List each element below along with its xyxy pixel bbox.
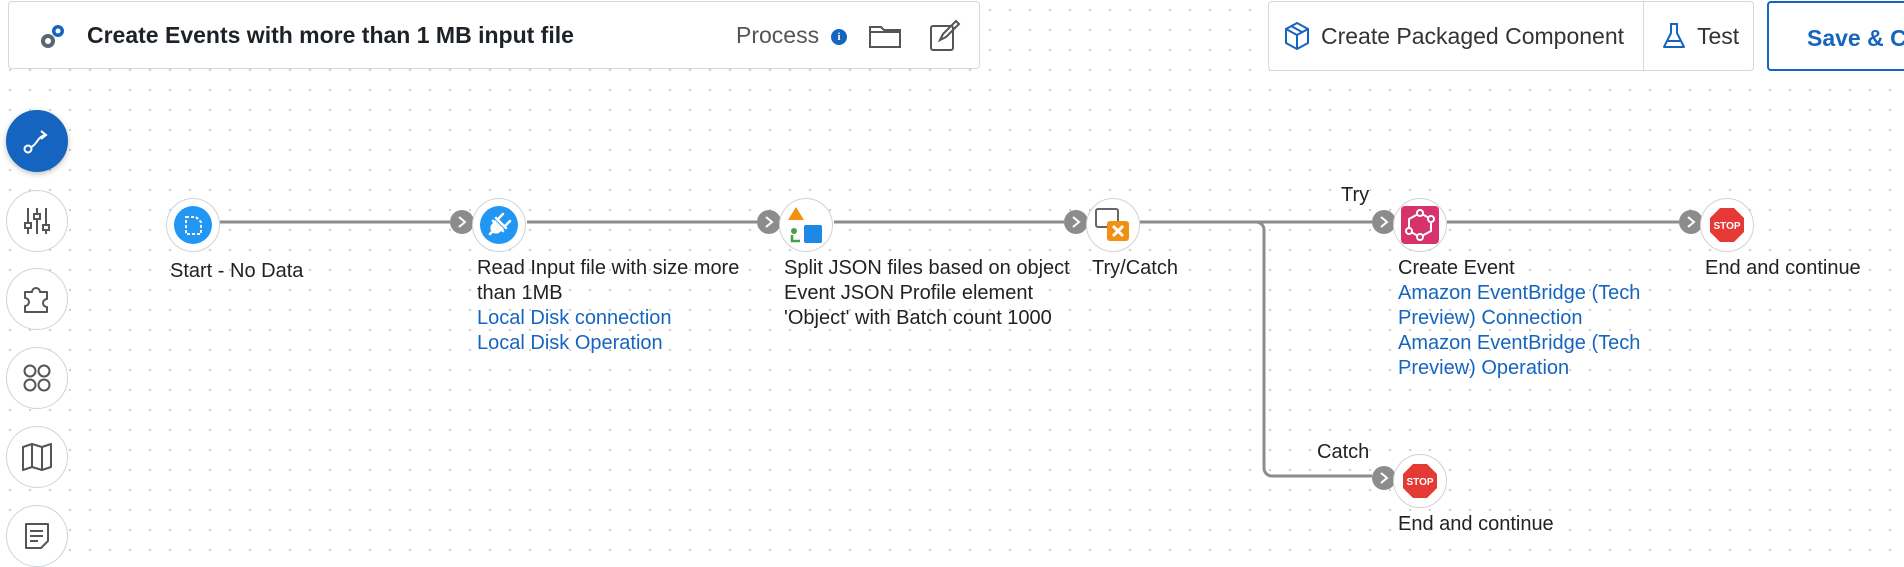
stop-icon-text: STOP — [1406, 477, 1433, 488]
link-line[interactable]: Amazon EventBridge (Tech — [1398, 282, 1641, 304]
eventbridge-icon — [1400, 205, 1440, 245]
try-catch-node[interactable] — [1086, 198, 1140, 252]
stop-node-catch[interactable]: STOP — [1393, 454, 1447, 508]
node-label-line: than 1MB — [477, 282, 563, 304]
test-label: Test — [1697, 22, 1740, 49]
local-disk-connection-link[interactable]: Local Disk connection — [477, 307, 672, 329]
try-catch-node-label: Try/Catch — [1092, 256, 1178, 281]
connector-port[interactable] — [757, 210, 781, 234]
data-process-shapes-icon — [786, 205, 826, 245]
start-node-label: Start - No Data — [170, 259, 303, 284]
end-catch-node-label: End and continue — [1398, 512, 1554, 537]
connector-port[interactable] — [1372, 466, 1396, 490]
stop-icon: STOP — [1710, 208, 1744, 242]
package-icon — [1283, 21, 1311, 51]
info-icon[interactable]: i — [831, 29, 847, 45]
split-node-label: Split JSON files based on object Event J… — [784, 256, 1070, 331]
read-node-label: Read Input file with size more than 1MB … — [477, 256, 739, 356]
node-label-line: Read Input file with size more — [477, 257, 740, 279]
puzzle-icon — [20, 282, 54, 316]
save-and-close-button[interactable]: Save & Cl — [1767, 1, 1904, 71]
node-label-line: End and continue — [1398, 513, 1554, 535]
node-label-line: Split JSON files based on object — [784, 257, 1070, 279]
map-icon — [20, 441, 54, 473]
eventbridge-connection-link[interactable]: Amazon EventBridge (Tech Preview) Connec… — [1398, 281, 1640, 331]
apps-icon — [21, 362, 53, 394]
create-packaged-component-button[interactable]: Create Packaged Component — [1283, 2, 1624, 70]
start-document-icon — [174, 206, 212, 244]
eventbridge-operation-link[interactable]: Amazon EventBridge (Tech Preview) Operat… — [1398, 331, 1640, 381]
catch-branch-label: Catch — [1317, 441, 1370, 463]
connector-port[interactable] — [1064, 210, 1088, 234]
sidebar-item-apps[interactable] — [6, 347, 68, 409]
stop-node-try[interactable]: STOP — [1700, 198, 1754, 252]
actions-panel: Create Packaged Component Test — [1268, 1, 1754, 71]
sidebar-item-map[interactable] — [6, 426, 68, 488]
folder-icon[interactable] — [867, 18, 903, 54]
node-label-line: Event JSON Profile element — [784, 282, 1033, 304]
create-event-node[interactable] — [1393, 198, 1447, 252]
link-line[interactable]: Amazon EventBridge (Tech — [1398, 332, 1641, 354]
sidebar-item-flow[interactable] — [6, 110, 68, 172]
flow-connectors — [220, 220, 1679, 478]
flask-icon — [1661, 21, 1687, 51]
connector-port[interactable] — [1679, 210, 1703, 234]
node-label-line: Create Event — [1398, 257, 1515, 279]
process-title: Create Events with more than 1 MB input … — [87, 22, 574, 48]
node-label-line: Try/Catch — [1092, 257, 1178, 279]
create-event-node-label: Create Event Amazon EventBridge (Tech Pr… — [1398, 256, 1640, 381]
stop-icon-text: STOP — [1713, 221, 1740, 232]
local-disk-operation-link[interactable]: Local Disk Operation — [477, 332, 663, 354]
read-file-node[interactable] — [472, 198, 526, 252]
sliders-icon — [21, 205, 53, 237]
connector-port[interactable] — [450, 210, 474, 234]
link-line[interactable]: Preview) Connection — [1398, 307, 1583, 329]
stop-icon: STOP — [1403, 464, 1437, 498]
create-packaged-component-label: Create Packaged Component — [1321, 22, 1625, 49]
node-label-line: Start - No Data — [170, 260, 304, 282]
process-title-panel: Create Events with more than 1 MB input … — [8, 1, 980, 69]
connector-port[interactable] — [1372, 210, 1396, 234]
process-gear-icon — [35, 20, 69, 59]
notes-icon — [22, 521, 52, 551]
end-try-node-label: End and continue — [1705, 256, 1861, 281]
sidebar-item-properties[interactable] — [6, 190, 68, 252]
start-node[interactable] — [166, 198, 220, 252]
connector-plug-icon — [480, 206, 518, 244]
edit-icon[interactable] — [927, 18, 963, 54]
split-json-node[interactable] — [779, 198, 833, 252]
try-catch-icon — [1093, 205, 1133, 245]
link-line[interactable]: Preview) Operation — [1398, 357, 1570, 379]
try-branch-label: Try — [1341, 184, 1370, 206]
node-label-line: 'Object' with Batch count 1000 — [784, 307, 1052, 329]
flow-icon — [20, 124, 54, 158]
test-button[interactable]: Test — [1661, 2, 1739, 70]
sidebar-item-components[interactable] — [6, 268, 68, 330]
divider — [1643, 2, 1644, 70]
node-label-line: End and continue — [1705, 257, 1861, 279]
component-type-label: Process — [736, 22, 820, 48]
